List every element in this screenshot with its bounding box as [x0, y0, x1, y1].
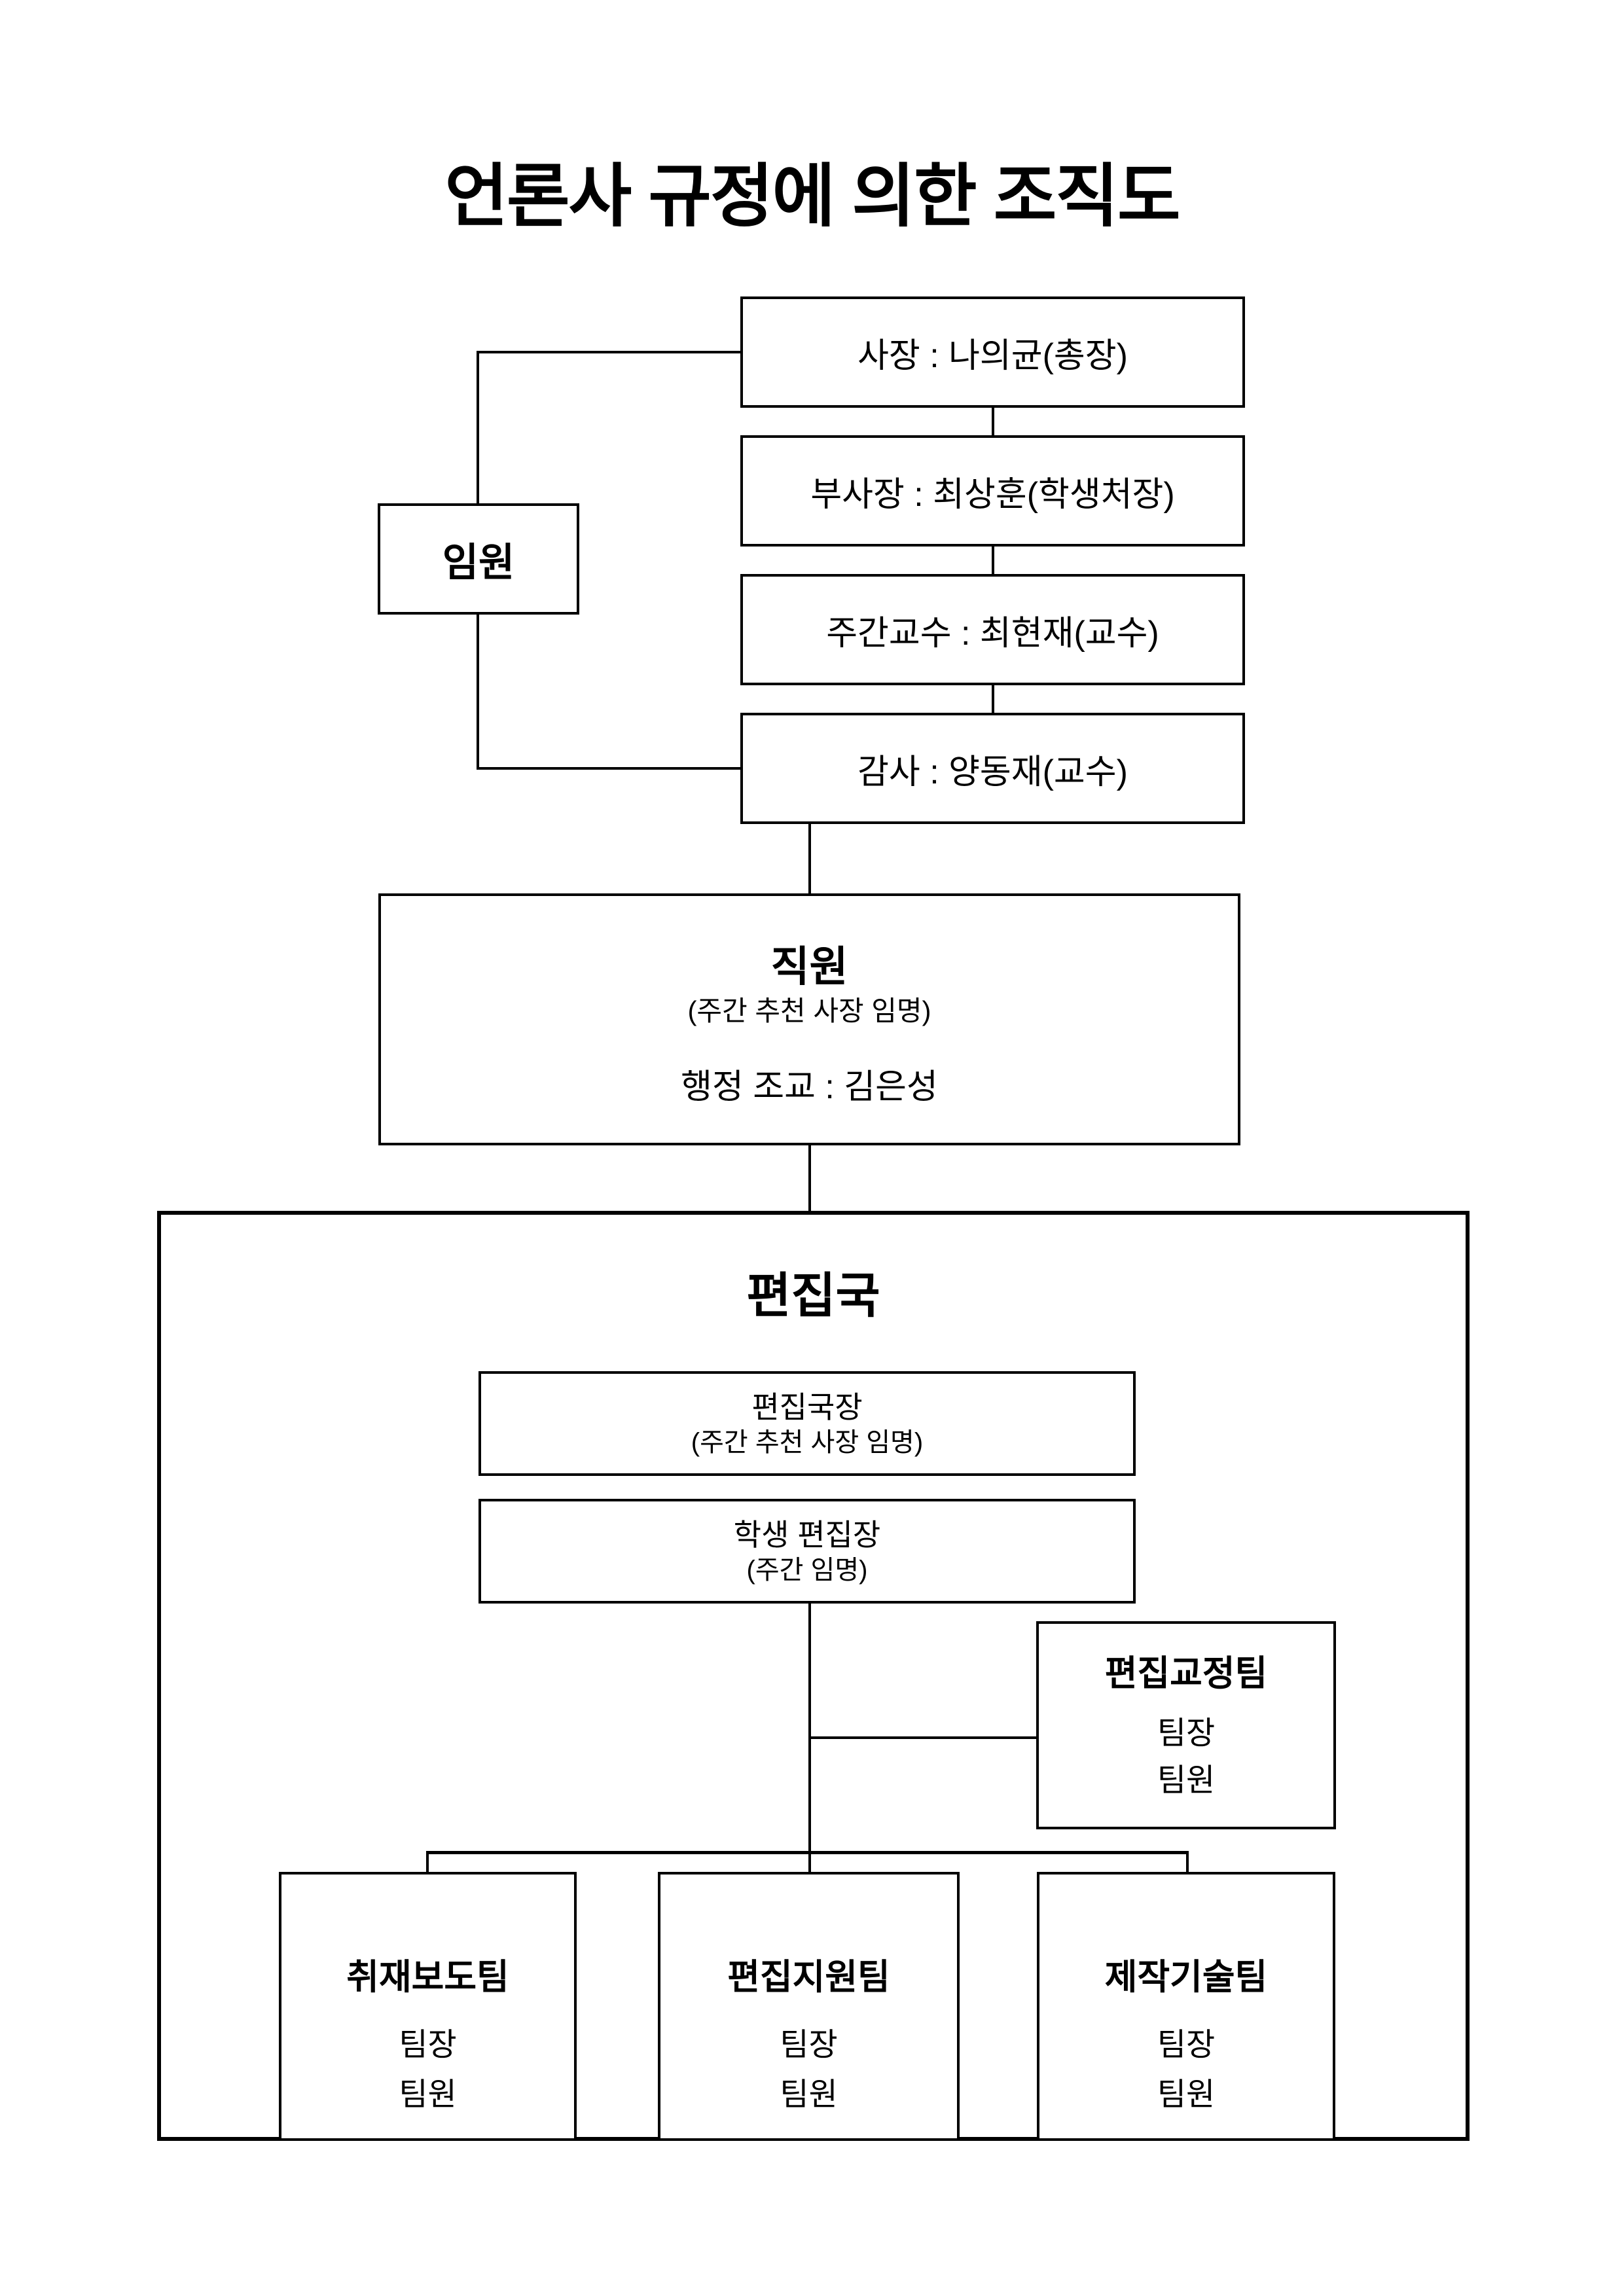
connector-staff-bureau	[808, 1145, 811, 1211]
team-editing-support-leader: 팀장	[780, 2028, 838, 2062]
staff-label: 직원	[770, 943, 848, 990]
box-weekly-professor: 주간교수 : 최현재(교수)	[740, 574, 1245, 685]
box-team-editing-proofreading: 편집교정팀 팀장 팀원	[1036, 1621, 1336, 1829]
connector-to-proof-team	[810, 1736, 1036, 1739]
vice-president-label: 부사장 : 최상훈(학생처장)	[810, 475, 1175, 514]
connector-auditor-staff	[808, 824, 811, 893]
auditor-label: 감사 : 양동재(교수)	[857, 753, 1128, 791]
box-staff: 직원 (주간 추천 사장 임명) 행정 조교 : 김은성	[378, 893, 1240, 1145]
box-president: 사장 : 나의균(총장)	[740, 296, 1245, 408]
connector-down-to-executives	[477, 351, 479, 503]
connector-professor-auditor	[992, 685, 994, 713]
box-executives: 임원	[378, 503, 579, 615]
box-student-editor: 학생 편집장 (주간 임명)	[478, 1499, 1136, 1604]
box-vice-president: 부사장 : 최상훈(학생처장)	[740, 435, 1245, 547]
bureau-chief-note: (주간 추천 사장 임명)	[691, 1428, 924, 1457]
staff-appointment-note: (주간 추천 사장 임명)	[687, 996, 931, 1026]
connector-president-left	[477, 351, 740, 353]
team-editing-support-name: 편집지원팀	[727, 1958, 890, 1997]
connector-president-vice	[992, 408, 994, 435]
box-team-production-technology: 제작기술팀 팀장 팀원	[1037, 1872, 1335, 2141]
connector-executives-down	[477, 615, 479, 770]
executives-label: 임원	[442, 540, 515, 584]
connector-stub-tech-team	[1186, 1851, 1189, 1874]
student-editor-note: (주간 임명)	[746, 1556, 868, 1585]
team-news-reporting-leader: 팀장	[399, 2028, 457, 2062]
connector-distribution-line	[426, 1851, 1189, 1854]
president-label: 사장 : 나의균(총장)	[857, 336, 1128, 375]
box-team-editing-support: 편집지원팀 팀장 팀원	[658, 1872, 960, 2141]
student-editor-title: 학생 편집장	[733, 1518, 881, 1552]
connector-to-auditor-left	[477, 767, 740, 770]
staff-member: 행정 조교 : 김은성	[681, 1068, 938, 1106]
team-editing-proofreading-leader: 팀장	[1157, 1716, 1216, 1751]
team-news-reporting-member: 팀원	[399, 2077, 457, 2112]
connector-vice-professor	[992, 547, 994, 574]
box-auditor: 감사 : 양동재(교수)	[740, 713, 1245, 824]
box-team-news-reporting: 취재보도팀 팀장 팀원	[279, 1872, 577, 2141]
team-production-technology-name: 제작기술팀	[1104, 1958, 1268, 1997]
page-title: 언론사 규정에 의한 조직도	[444, 158, 1180, 235]
team-news-reporting-name: 취재보도팀	[346, 1958, 509, 1997]
weekly-professor-label: 주간교수 : 최현재(교수)	[826, 614, 1159, 653]
team-editing-support-member: 팀원	[780, 2077, 838, 2112]
team-production-technology-member: 팀원	[1157, 2077, 1216, 2112]
team-editing-proofreading-member: 팀원	[1157, 1763, 1216, 1798]
connector-stub-news-team	[426, 1851, 429, 1874]
editorial-bureau-label: 편집국	[746, 1268, 880, 1323]
box-bureau-chief: 편집국장 (주간 추천 사장 임명)	[478, 1371, 1136, 1476]
team-editing-proofreading-name: 편집교정팀	[1104, 1654, 1268, 1693]
team-production-technology-leader: 팀장	[1157, 2028, 1216, 2062]
bureau-chief-title: 편집국장	[751, 1390, 863, 1424]
